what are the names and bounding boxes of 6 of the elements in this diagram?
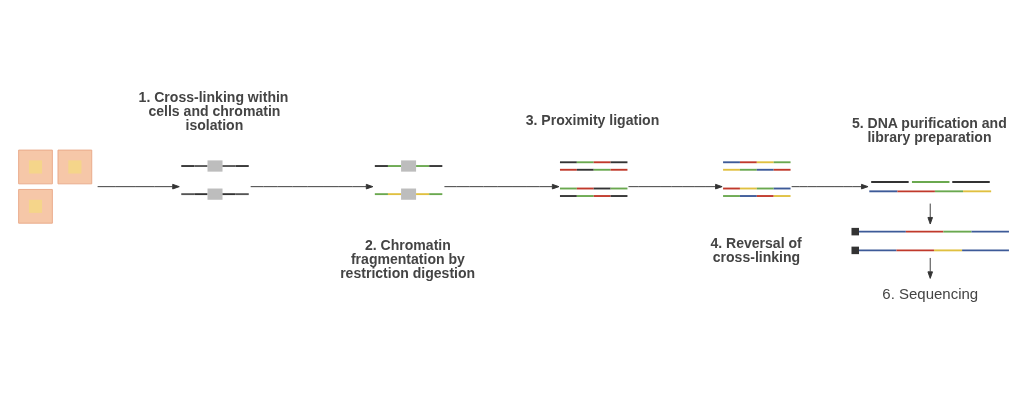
node-label: 2. Chromatin fragmentation by restriction digestion [340,236,476,282]
node-text: 6. Sequencing [882,284,979,302]
node-label: 5. DNA purification and library preparation [851,114,1007,145]
node-label: 1. Cross-linking within cells and chromatin isolation [138,88,289,133]
node-label: 3. Proximity ligation [525,112,660,129]
node-label: 4. Reversal of cross-linking [710,234,802,265]
